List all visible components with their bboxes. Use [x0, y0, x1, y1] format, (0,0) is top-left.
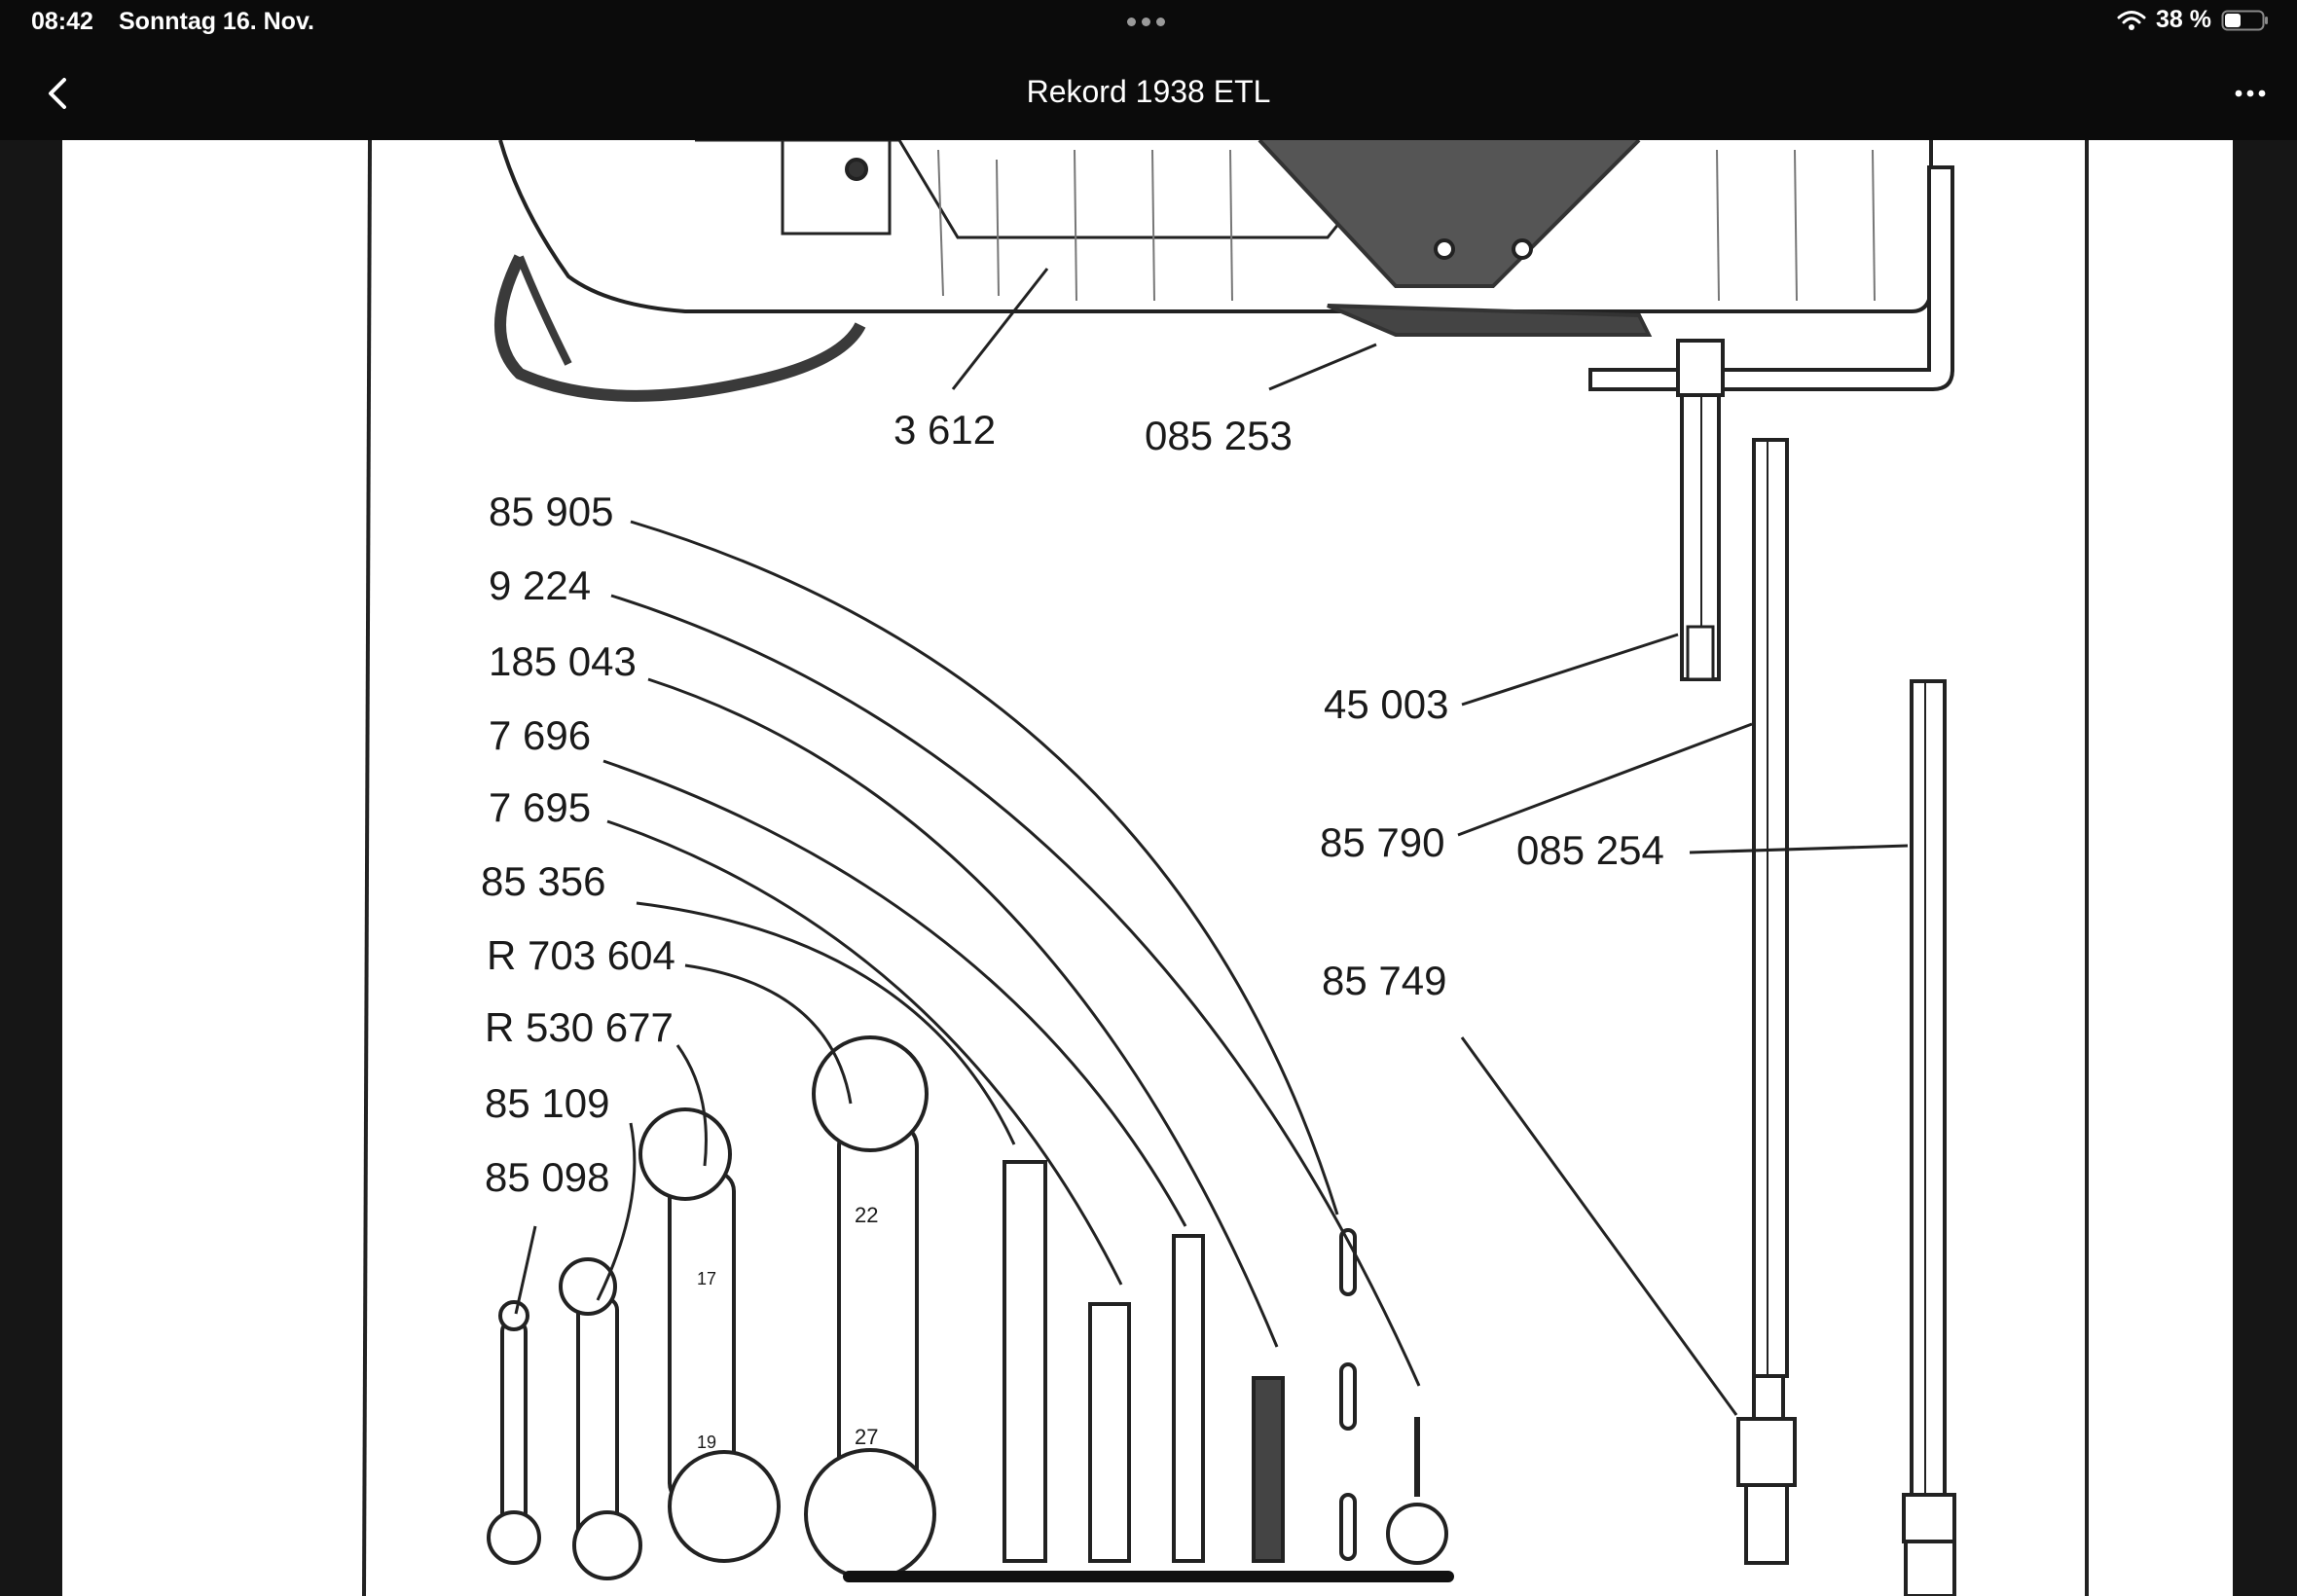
battery-icon [2221, 10, 2268, 30]
tool-bag-illustration [494, 140, 1933, 402]
status-time: 08:42 [31, 8, 93, 35]
part-number-labels: 3 612 085 253 85 905 9 224 185 043 7 696… [481, 407, 1664, 1200]
part-number-3612: 3 612 [893, 407, 996, 453]
part-number-85098: 85 098 [485, 1154, 609, 1200]
crank-handle-illustration [1588, 165, 1954, 681]
document-viewer[interactable]: 22 27 17 19 [0, 140, 2297, 1596]
part-number-85790: 85 790 [1320, 819, 1444, 865]
wrench-set-illustrations [487, 1035, 1448, 1580]
parts-diagram: 22 27 17 19 [362, 140, 2089, 1596]
wrench-marking-27: 27 [855, 1425, 878, 1449]
part-number-R530677: R 530 677 [485, 1004, 674, 1050]
part-number-085253: 085 253 [1145, 413, 1293, 458]
part-number-85356: 85 356 [481, 858, 605, 904]
more-options-button[interactable] [2227, 70, 2274, 117]
status-indicators: 38 % [2117, 6, 2270, 34]
part-number-185043: 185 043 [489, 638, 637, 684]
part-number-9224: 9 224 [489, 562, 591, 608]
status-bar: 08:42 Sonntag 16. Nov. 38 % [0, 0, 2297, 47]
part-number-7696: 7 696 [489, 712, 591, 758]
part-number-R703604: R 703 604 [487, 932, 675, 978]
long-bar-illustrations [1736, 438, 1956, 1596]
ellipsis-icon [2235, 90, 2266, 97]
document-title: Rekord 1938 ETL [1026, 74, 1271, 109]
wifi-icon [2117, 10, 2146, 30]
wrench-marking-22: 22 [855, 1203, 878, 1227]
home-indicator[interactable] [843, 1571, 1454, 1582]
back-button[interactable] [35, 70, 82, 117]
part-number-7695: 7 695 [489, 784, 591, 830]
chevron-left-icon [49, 78, 66, 109]
status-date: Sonntag 16. Nov. [119, 8, 314, 35]
leader-lines [514, 268, 1909, 1416]
part-number-85749: 85 749 [1322, 958, 1446, 1003]
part-number-45003: 45 003 [1324, 681, 1448, 727]
navigation-bar: Rekord 1938 ETL [0, 47, 2297, 140]
battery-percentage: 38 % [2156, 6, 2211, 33]
document-page: 22 27 17 19 [62, 140, 2233, 1596]
multitasking-dots-icon[interactable] [1127, 18, 1165, 26]
wrench-marking-17: 17 [697, 1269, 716, 1288]
part-number-85109: 85 109 [485, 1080, 609, 1126]
wrench-marking-19: 19 [697, 1433, 716, 1452]
part-number-085254: 085 254 [1516, 827, 1664, 873]
part-number-85905: 85 905 [489, 489, 613, 534]
